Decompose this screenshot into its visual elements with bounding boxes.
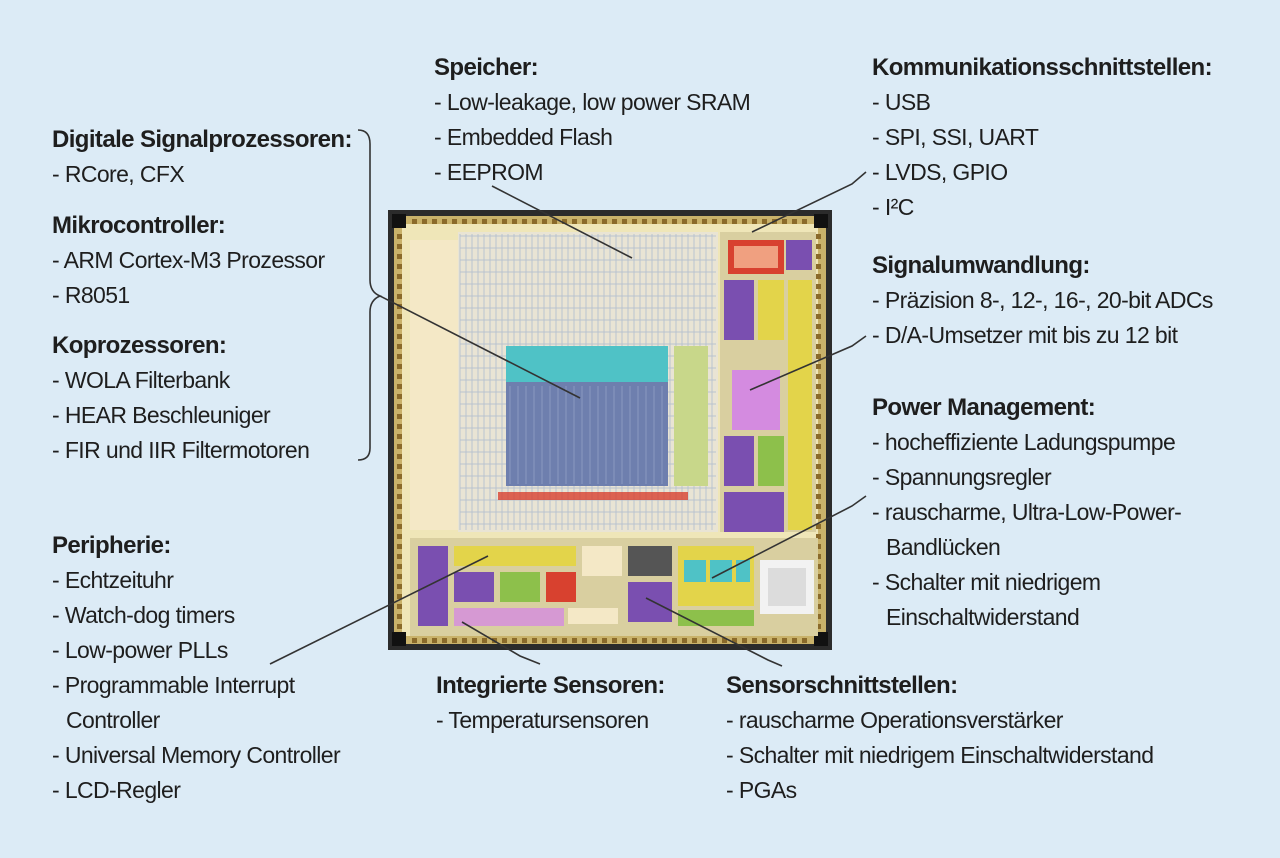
leader-dsp xyxy=(379,295,581,399)
group-copro: Koprozessoren: - WOLA Filterbank - HEAR … xyxy=(52,328,310,468)
item-periph-1: - Watch-dog timers xyxy=(52,602,235,628)
item-copro-0: - WOLA Filterbank xyxy=(52,367,230,393)
group-power: Power Management: - hocheffiziente Ladun… xyxy=(872,390,1182,635)
leader-conversion xyxy=(749,335,867,391)
item-comm-2: - LVDS, GPIO xyxy=(872,159,1008,185)
item-periph-4: Controller xyxy=(66,707,160,733)
item-mem-1: - Embedded Flash xyxy=(434,124,613,150)
leader-peripherals xyxy=(269,555,489,665)
item-copro-1: - HEAR Beschleuniger xyxy=(52,402,271,428)
group-communication: Kommunikationsschnittstellen: - USB - SP… xyxy=(872,50,1213,225)
item-conv-0: - Präzision 8-, 12-, 16-, 20-bit ADCs xyxy=(872,287,1213,313)
chip-die-image xyxy=(388,210,832,650)
heading-peripherals: Peripherie: xyxy=(52,532,171,559)
item-mcu-1: - R8051 xyxy=(52,282,130,308)
item-mem-0: - Low-leakage, low power SRAM xyxy=(434,89,751,115)
item-sensif-0: - rauscharme Operationsverstärker xyxy=(726,707,1063,733)
heading-communication: Kommunikationsschnittstellen: xyxy=(872,54,1213,81)
item-power-1: - Spannungsregler xyxy=(872,464,1052,490)
item-mcu-0: - ARM Cortex-M3 Prozessor xyxy=(52,247,325,273)
item-periph-6: - LCD-Regler xyxy=(52,777,181,803)
heading-sensors: Integrierte Sensoren: xyxy=(436,672,665,699)
leader-memory xyxy=(491,185,633,259)
heading-mcu: Mikrocontroller: xyxy=(52,212,226,239)
item-power-0: - hocheffiziente Ladungspumpe xyxy=(872,429,1176,455)
group-memory: Speicher: - Low-leakage, low power SRAM … xyxy=(434,50,751,190)
item-comm-3: - I²C xyxy=(872,194,914,220)
leader-power xyxy=(711,495,867,579)
item-comm-0: - USB xyxy=(872,89,931,115)
item-conv-1: - D/A-Umsetzer mit bis zu 12 bit xyxy=(872,322,1178,348)
item-power-2: - rauscharme, Ultra-Low-Power- xyxy=(872,499,1182,525)
item-periph-5: - Universal Memory Controller xyxy=(52,742,341,768)
item-sensors-0: - Temperatursensoren xyxy=(436,707,649,733)
item-power-5: Einschaltwiderstand xyxy=(886,604,1080,630)
group-dsp: Digitale Signalprozessoren: - RCore, CFX xyxy=(52,122,352,192)
leader-comm xyxy=(751,171,867,233)
leader-sensors xyxy=(461,621,541,665)
group-conversion: Signalumwandlung: - Präzision 8-, 12-, 1… xyxy=(872,248,1213,353)
leader-sensor-if xyxy=(645,597,783,667)
item-sensif-1: - Schalter mit niedrigem Einschaltwiders… xyxy=(726,742,1154,768)
heading-memory: Speicher: xyxy=(434,54,539,81)
group-sensors: Integrierte Sensoren: - Temperatursensor… xyxy=(436,668,665,738)
item-periph-0: - Echtzeituhr xyxy=(52,567,174,593)
heading-copro: Koprozessoren: xyxy=(52,332,227,359)
heading-sensor-interfaces: Sensorschnittstellen: xyxy=(726,672,958,699)
heading-conversion: Signalumwandlung: xyxy=(872,252,1090,279)
item-copro-2: - FIR und IIR Filtermotoren xyxy=(52,437,310,463)
item-periph-3: - Programmable Interrupt xyxy=(52,672,295,698)
brace xyxy=(357,129,383,461)
group-sensor-interfaces: Sensorschnittstellen: - rauscharme Opera… xyxy=(726,668,1154,808)
item-comm-1: - SPI, SSI, UART xyxy=(872,124,1039,150)
item-sensif-2: - PGAs xyxy=(726,777,797,803)
group-peripherals: Peripherie: - Echtzeituhr - Watch-dog ti… xyxy=(52,528,341,808)
heading-dsp: Digitale Signalprozessoren: xyxy=(52,126,352,153)
item-mem-2: - EEPROM xyxy=(434,159,544,185)
item-power-4: - Schalter mit niedrigem xyxy=(872,569,1101,595)
item-dsp-0: - RCore, CFX xyxy=(52,161,185,187)
item-periph-2: - Low-power PLLs xyxy=(52,637,228,663)
heading-power: Power Management: xyxy=(872,394,1096,421)
item-power-3: Bandlücken xyxy=(886,534,1001,560)
group-mcu: Mikrocontroller: - ARM Cortex-M3 Prozess… xyxy=(52,208,325,313)
